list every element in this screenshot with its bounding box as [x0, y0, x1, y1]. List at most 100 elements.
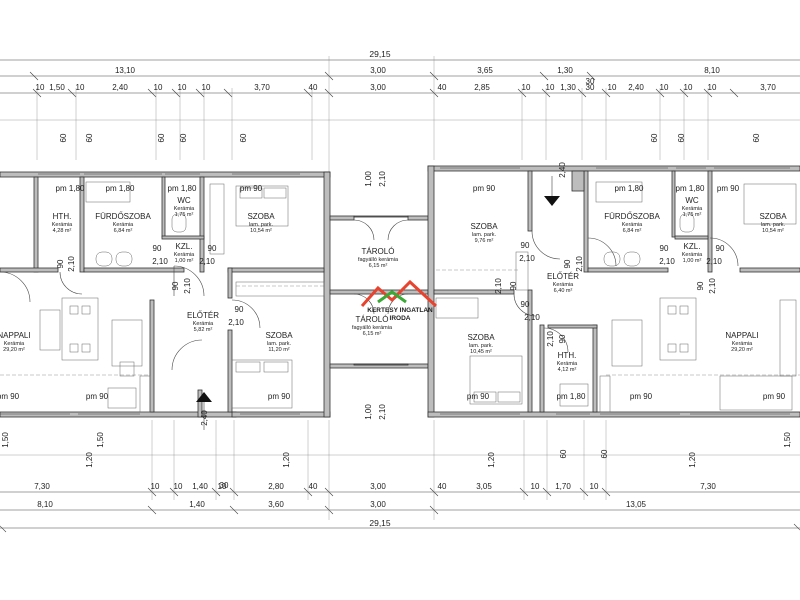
logo-line1: KERTESY INGATLAN	[367, 307, 433, 314]
plan-label: pm 90	[630, 392, 653, 401]
room-material: Kerámia	[113, 222, 134, 228]
dimension-row2: 10	[36, 83, 45, 92]
plan-label: 60	[752, 133, 761, 142]
dimension-row-b1: 3,00	[370, 482, 386, 491]
dimension-row-b1: 7,30	[700, 482, 716, 491]
room-material: lam. park.	[761, 222, 786, 228]
plan-label: pm 90	[240, 184, 263, 193]
plan-label: 2,10	[183, 278, 192, 294]
plan-label: pm 90	[467, 392, 490, 401]
room-name: WC	[685, 196, 699, 205]
plan-label: 60	[157, 133, 166, 142]
room-area: 6,84 m²	[114, 228, 133, 234]
room-name: ELŐTÉR	[187, 311, 219, 320]
room-material: Kerámia	[682, 252, 703, 258]
room-area: 4,12 m²	[558, 367, 577, 373]
plan-label: 90	[660, 244, 669, 253]
bottom-extra-dimension: 30	[220, 481, 229, 490]
dimension-row2: 3,70	[760, 83, 776, 92]
dimension-lines	[0, 56, 800, 533]
dimension-row2: 3,70	[254, 83, 270, 92]
room-name: SZOBA	[467, 333, 495, 342]
plan-label: 90	[56, 259, 65, 268]
plan-label: 2,40	[200, 410, 209, 426]
room-name: ELŐTÉR	[547, 272, 579, 281]
room-area: 6,15 m²	[369, 263, 388, 269]
room-name: TÁROLÓ	[362, 247, 395, 256]
plan-label: 1,20	[688, 452, 697, 468]
room-material: fagyálló kerámia	[352, 325, 393, 331]
plan-label: 2,10	[546, 331, 555, 347]
dimension-row-b1: 1,40	[192, 482, 208, 491]
room-area: 5,82 m²	[194, 327, 213, 333]
dimension-row-b1: 10	[531, 482, 540, 491]
room-material: Kerámia	[52, 222, 73, 228]
plan-label: 1,20	[282, 452, 291, 468]
plan-label: 1,50	[1, 432, 10, 448]
furniture	[0, 181, 800, 413]
room-material: Kerámia	[4, 341, 25, 347]
plan-label: 1,50	[783, 432, 792, 448]
plan-label: pm 90	[473, 184, 496, 193]
room-name: HTH.	[53, 212, 72, 221]
walls-left-unit	[0, 171, 331, 418]
room-material: lam. park.	[472, 232, 497, 238]
dimension-row-b1: 1,70	[555, 482, 571, 491]
logo-roof-red-icon	[360, 279, 438, 308]
room-name: KZL.	[684, 242, 701, 251]
dimension-row2: 2,85	[474, 83, 490, 92]
room-name: FÜRDŐSZOBA	[604, 212, 660, 221]
plan-label: 60	[85, 133, 94, 142]
dimension-row2: 30	[586, 83, 595, 92]
room-material: fagyálló kerámia	[358, 257, 399, 263]
plan-label: pm 90	[763, 392, 786, 401]
dimension-row1: 3,00	[370, 66, 386, 75]
room-name: KZL.	[176, 242, 193, 251]
room-name: SZOBA	[759, 212, 787, 221]
room-material: Kerámia	[553, 282, 574, 288]
dimension-row2: 10	[178, 83, 187, 92]
plan-label: pm 90	[268, 392, 291, 401]
room-name: TÁROLÓ	[356, 315, 389, 324]
room-area: 11,20 m²	[268, 347, 289, 353]
dimension-row-b1: 10	[174, 482, 183, 491]
plan-label: 60	[650, 133, 659, 142]
dimension-row-b1: 3,05	[476, 482, 492, 491]
plan-label: 2,10	[228, 318, 244, 327]
plan-label: 90	[558, 334, 567, 343]
room-area: 10,54 m²	[250, 228, 272, 234]
room-name: NAPPALI	[0, 331, 31, 340]
room-name: NAPPALI	[725, 331, 758, 340]
dimension-row2: 2,40	[628, 83, 644, 92]
plan-label: 2,10	[494, 278, 503, 294]
plan-label: pm 1,80	[615, 184, 644, 193]
plan-label: 60	[559, 449, 568, 458]
plan-label: pm 90	[0, 392, 20, 401]
plan-label: 2,10	[708, 278, 717, 294]
logo-roof-green-icon	[377, 290, 407, 304]
agency-logo: KERTESY INGATLAN IRODA	[360, 279, 438, 322]
room-area: 10,54 m²	[762, 228, 784, 234]
dimension-row-b2: 8,10	[37, 500, 53, 509]
dimension-row2: 1,50	[49, 83, 65, 92]
room-area: 1,00 m²	[175, 258, 194, 264]
dimension-row2: 10	[522, 83, 531, 92]
plan-label: 2,40	[558, 162, 567, 178]
dimension-row2: 1,30	[560, 83, 576, 92]
walls-right-unit	[427, 165, 800, 418]
dimension-row-b2: 13,05	[626, 500, 647, 509]
total-top-dimension: 29,15	[369, 49, 391, 59]
dimension-row2: 2,40	[112, 83, 128, 92]
room-name: SZOBA	[247, 212, 275, 221]
plan-label: 90	[235, 305, 244, 314]
room-material: lam. park.	[267, 341, 292, 347]
plan-label: pm 1,80	[106, 184, 135, 193]
room-area: 9,76 m²	[475, 238, 494, 244]
dimension-row-b2: 3,60	[268, 500, 284, 509]
room-material: Kerámia	[682, 206, 703, 212]
dimension-row2: 10	[546, 83, 555, 92]
room-material: Kerámia	[622, 222, 643, 228]
dimension-row1: 8,10	[704, 66, 720, 75]
